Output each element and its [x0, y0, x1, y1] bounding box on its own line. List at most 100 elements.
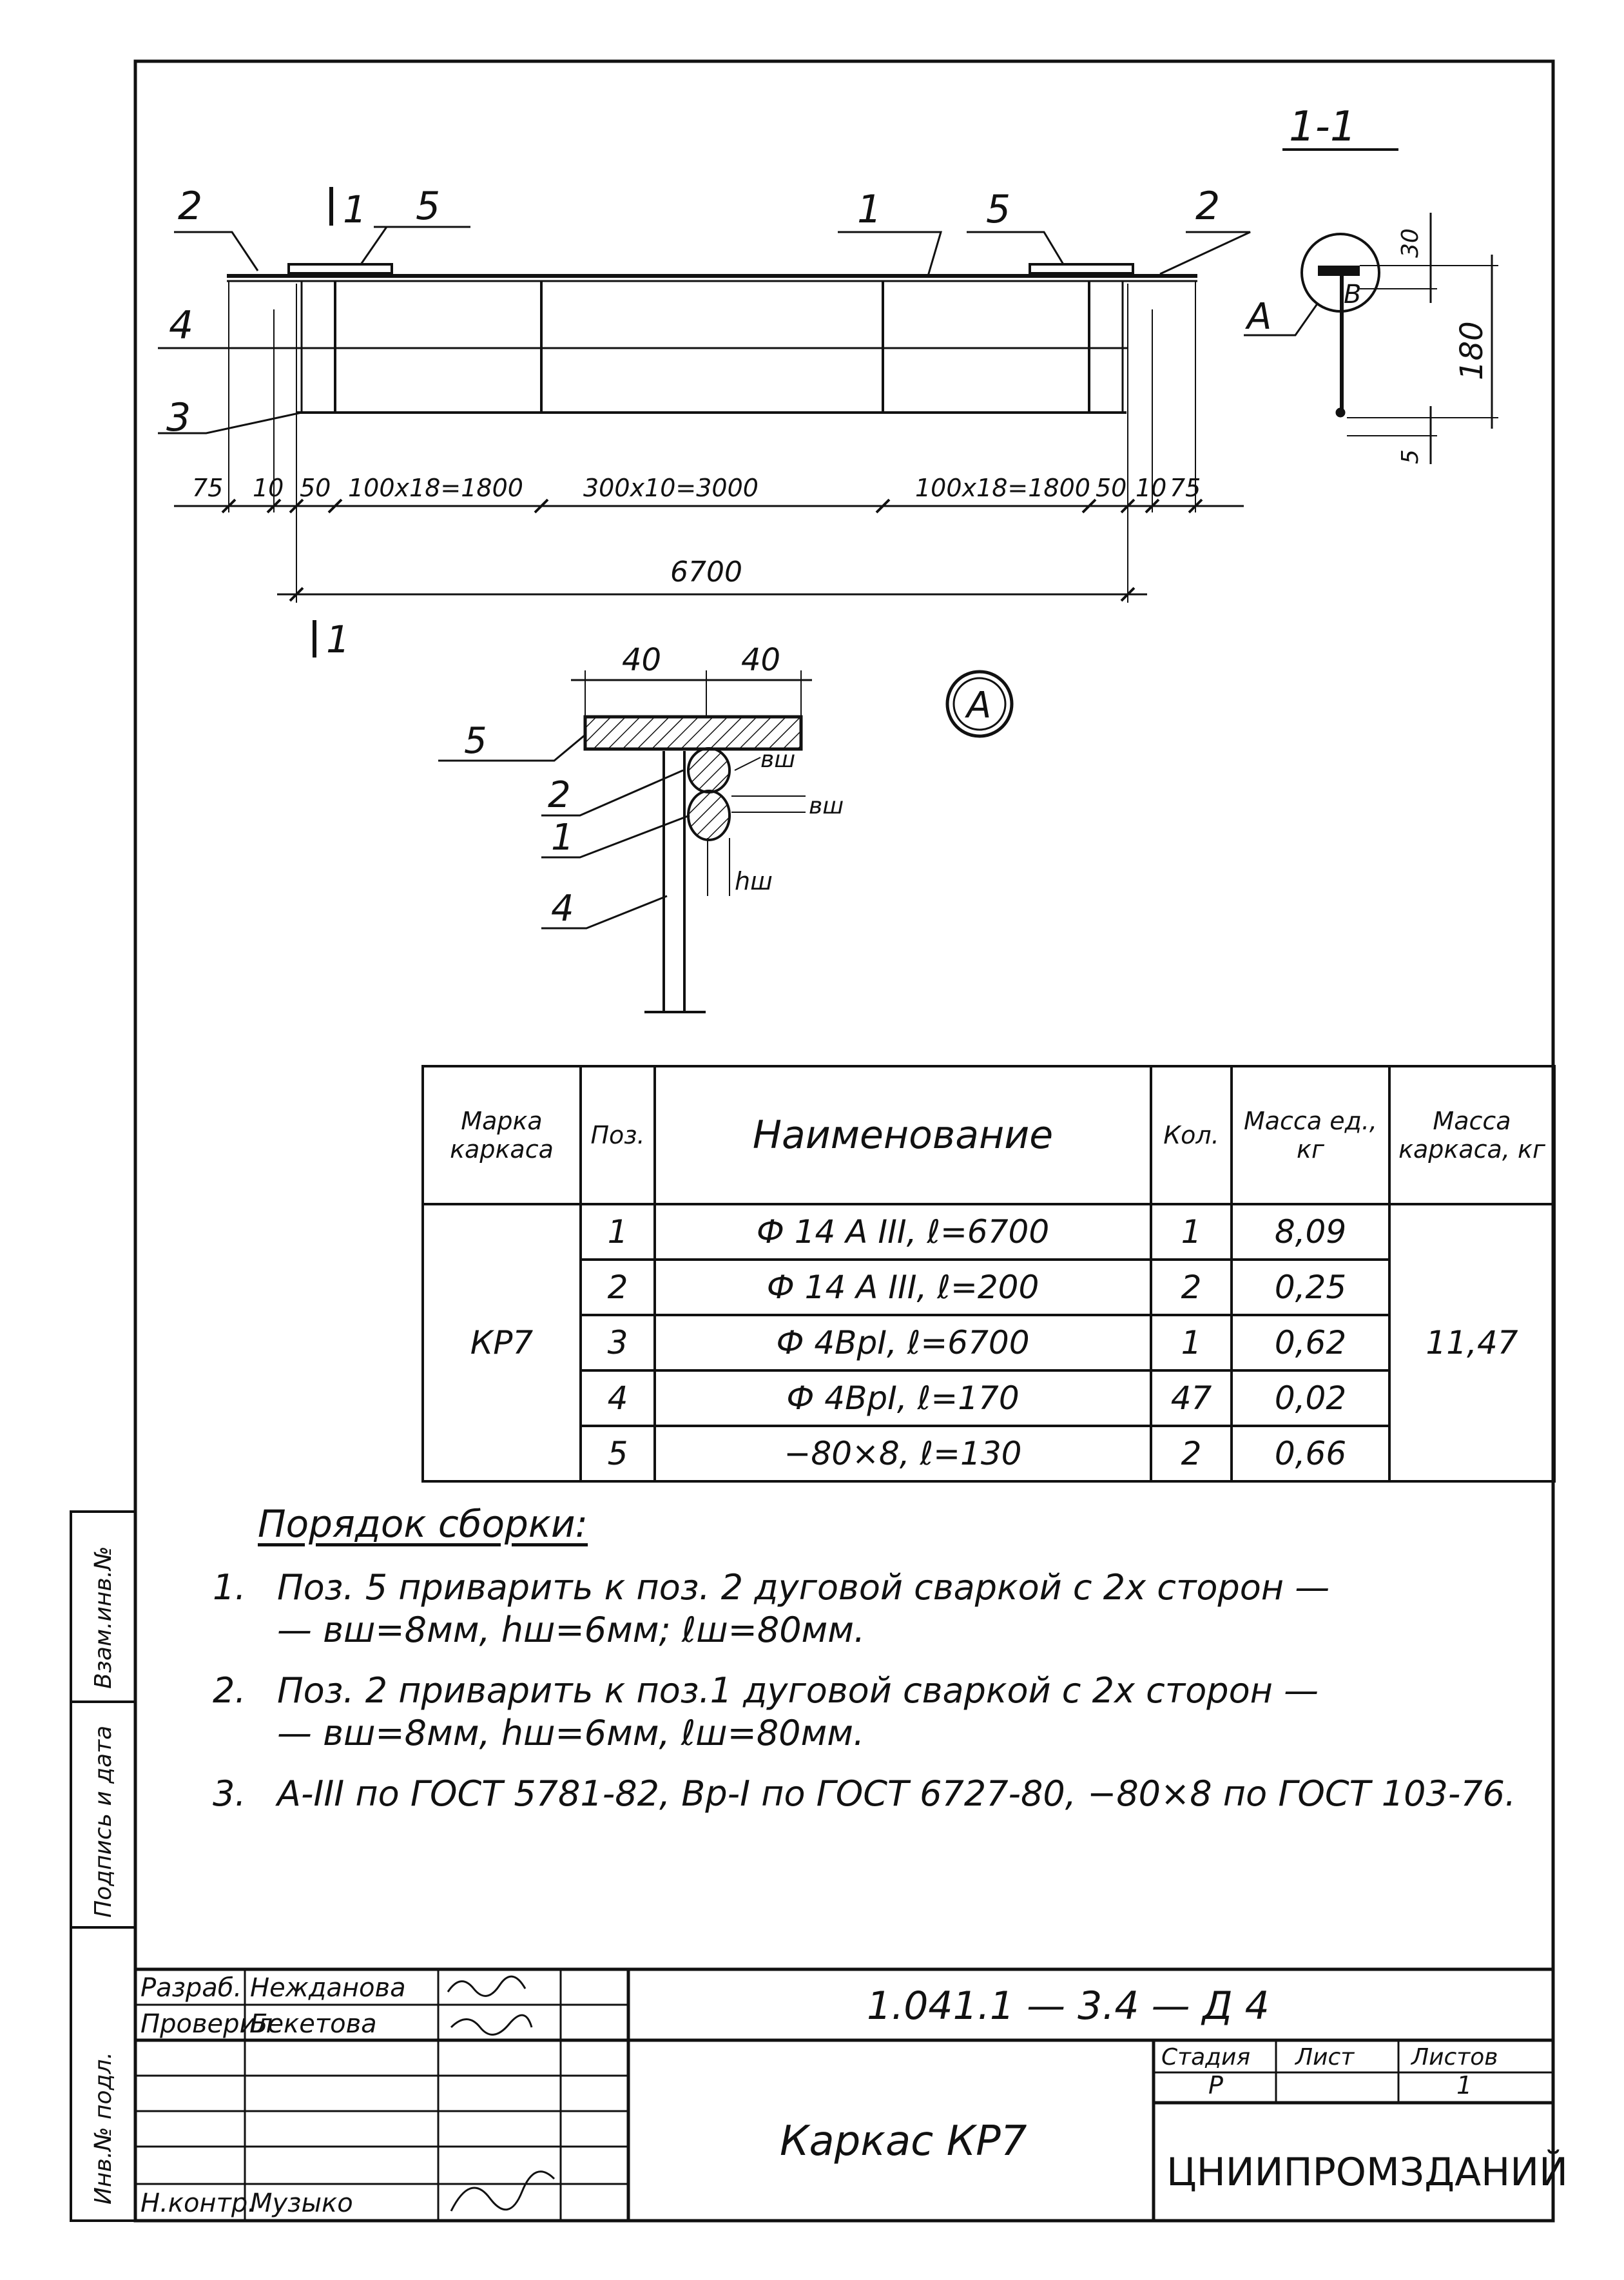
- stadia-label: Стадия: [1161, 2044, 1251, 2071]
- bom-frame-mark: КР7: [421, 1203, 582, 1483]
- notes-title: Порядок сборки:: [258, 1502, 588, 1546]
- listov-value: 1: [1456, 2071, 1473, 2100]
- cut-label-top: 1: [343, 188, 367, 231]
- bom-pos: 5: [579, 1425, 656, 1483]
- callout-5-left: 5: [416, 184, 440, 229]
- bom-name: Ф 4BpI, ℓ=6700: [653, 1314, 1152, 1372]
- bom-qty: 1: [1150, 1203, 1233, 1261]
- bom-name: −80×8, ℓ=130: [653, 1425, 1152, 1483]
- proveril-label: Проверил: [140, 2009, 273, 2039]
- list-item: 2. Поз. 2 приварить к поз.1 дуговой свар…: [213, 1670, 1540, 1755]
- bom-qty: 1: [1150, 1314, 1233, 1372]
- list-label: Лист: [1295, 2044, 1355, 2071]
- note-number: 1.: [213, 1567, 246, 1608]
- bom-pos: 4: [579, 1369, 656, 1427]
- cut-label-bottom: 1: [326, 618, 350, 661]
- dim-seg-2: 300x10=3000: [583, 474, 759, 502]
- note-line-1: Поз. 2 приварить к поз.1 дуговой сваркой…: [277, 1670, 1319, 1711]
- table-row: 2 Ф 14 A III, ℓ=200 2 0,25: [423, 1258, 1554, 1316]
- bom-header-name: Наименование: [653, 1065, 1152, 1205]
- bom-name: Ф 14 A III, ℓ=200: [653, 1258, 1152, 1316]
- assembly-notes-title: Порядок сборки:: [258, 1502, 588, 1546]
- dim-total: 6700: [670, 556, 742, 589]
- detail-bw-2: вш: [809, 793, 844, 819]
- detail-label-5: 5: [464, 720, 487, 762]
- bom-name: Ф 4BpI, ℓ=170: [653, 1369, 1152, 1427]
- bom-name: Ф 14 A III, ℓ=6700: [653, 1203, 1152, 1261]
- bom-table: Марка каркаса Поз. Наименование Кол. Мас…: [421, 1065, 1556, 1483]
- title-block-grid: [135, 1967, 1553, 2221]
- bom-header-qty: Кол.: [1150, 1065, 1233, 1205]
- nkontr-label: Н.контр.: [140, 2188, 256, 2218]
- detail-label-2: 2: [548, 774, 571, 816]
- table-row: КР7 1 Ф 14 A III, ℓ=6700 1 8,09 11,47: [421, 1203, 1556, 1483]
- stamp-inv: Инв.№ подл.: [90, 2052, 117, 2205]
- callout-5-right: 5: [986, 187, 1010, 232]
- bom-mass: 0,25: [1230, 1258, 1391, 1316]
- bom-pos: 1: [579, 1203, 656, 1261]
- note-line-2: — вш=8мм, hш=6мм; ℓш=80мм.: [277, 1610, 865, 1650]
- razrab-label: Разраб.: [140, 1973, 242, 2003]
- elevation-view: [158, 187, 1251, 658]
- bill-of-materials: Марка каркаса Поз. Наименование Кол. Мас…: [421, 1065, 1556, 1483]
- side-stamp: [70, 1510, 137, 2222]
- bom-mass: 0,62: [1230, 1314, 1391, 1372]
- note-number: 2.: [213, 1670, 246, 1711]
- note-line-1: A-III по ГОСТ 5781-82, Bp-I по ГОСТ 6727…: [277, 1773, 1516, 1814]
- note-line-1: Поз. 5 приварить к поз. 2 дуговой сварко…: [277, 1567, 1330, 1608]
- nkontr-name: Музыко: [250, 2188, 353, 2218]
- dim-seg-3: 100x18=1800: [915, 474, 1090, 502]
- note-text: Поз. 5 приварить к поз. 2 дуговой сварко…: [277, 1566, 1329, 1652]
- section-dim-30: 30: [1397, 228, 1424, 258]
- stamp-podp: Подпись и дата: [90, 1726, 117, 1918]
- bom-header-mark: Марка каркаса: [421, 1065, 582, 1205]
- table-row: 4 Ф 4BpI, ℓ=170 47 0,02: [423, 1369, 1554, 1427]
- dim-50-left: 50: [300, 474, 331, 502]
- stadia-value: Р: [1208, 2071, 1223, 2100]
- bom-frame-mass: 11,47: [1388, 1203, 1556, 1483]
- razrab-name: Нежданова: [250, 1973, 406, 2003]
- callout-2-left: 2: [178, 184, 202, 229]
- bom-pos: 3: [579, 1314, 656, 1372]
- callout-3: 3: [166, 395, 191, 440]
- callout-2-right: 2: [1195, 184, 1220, 229]
- bom-mass: 0,02: [1230, 1369, 1391, 1427]
- elevation-labels: 2 1 5 1 5 2 4 3 1 75 10 50 100x18=1800 3…: [166, 184, 1220, 661]
- section-view: [1244, 148, 1498, 464]
- organization: ЦНИИПРОМЗДАНИЙ: [1166, 2150, 1569, 2195]
- bom-header-row: Марка каркаса Поз. Наименование Кол. Мас…: [421, 1065, 1556, 1205]
- bom-qty: 47: [1150, 1369, 1233, 1427]
- section-dim-5: 5: [1397, 449, 1424, 464]
- section-labels: 1-1 A B 30 180 5: [1245, 103, 1490, 464]
- dim-seg-1: 100x18=1800: [348, 474, 523, 502]
- assembly-notes: 1. Поз. 5 приварить к поз. 2 дуговой сва…: [213, 1566, 1540, 1815]
- section-a-label: A: [1245, 296, 1271, 338]
- list-item: 1. Поз. 5 приварить к поз. 2 дуговой сва…: [213, 1566, 1540, 1652]
- stamp-vzam: Взам.инв.№: [90, 1546, 117, 1689]
- detail-hw: hш: [735, 867, 773, 895]
- dim-75-left: 75: [192, 474, 223, 502]
- bom-mass: 0,66: [1230, 1425, 1391, 1483]
- listov-label: Листов: [1411, 2044, 1498, 2071]
- side-stamp-labels: Взам.инв.№ Подпись и дата Инв.№ подл.: [90, 1546, 117, 2205]
- note-text: Поз. 2 приварить к поз.1 дуговой сваркой…: [277, 1670, 1319, 1755]
- callout-4: 4: [169, 303, 193, 348]
- detail-label-1: 1: [551, 817, 574, 859]
- detail-label-4: 4: [551, 888, 574, 930]
- detail-marker: A: [965, 685, 991, 726]
- detail-a: [438, 670, 1014, 1013]
- title-block: Разраб. Нежданова Проверил Бекетова Н.ко…: [135, 1969, 1568, 2221]
- drawing-title: Каркас КР7: [780, 2118, 1027, 2165]
- doc-code: 1.041.1 — 3.4 — Д 4: [867, 1983, 1270, 2029]
- bom-mass: 8,09: [1230, 1203, 1391, 1261]
- detail-labels: A 40 40 5 2 1 4 вш вш hш: [464, 642, 991, 930]
- section-dim-180: 180: [1454, 321, 1490, 380]
- callout-1: 1: [857, 187, 882, 232]
- dim-10-left: 10: [253, 474, 284, 502]
- dim-50-right: 50: [1096, 474, 1126, 502]
- section-title: 1-1: [1289, 103, 1357, 151]
- table-row: 3 Ф 4BpI, ℓ=6700 1 0,62: [423, 1314, 1554, 1372]
- bom-pos: 2: [579, 1258, 656, 1316]
- note-number: 3.: [213, 1773, 246, 1814]
